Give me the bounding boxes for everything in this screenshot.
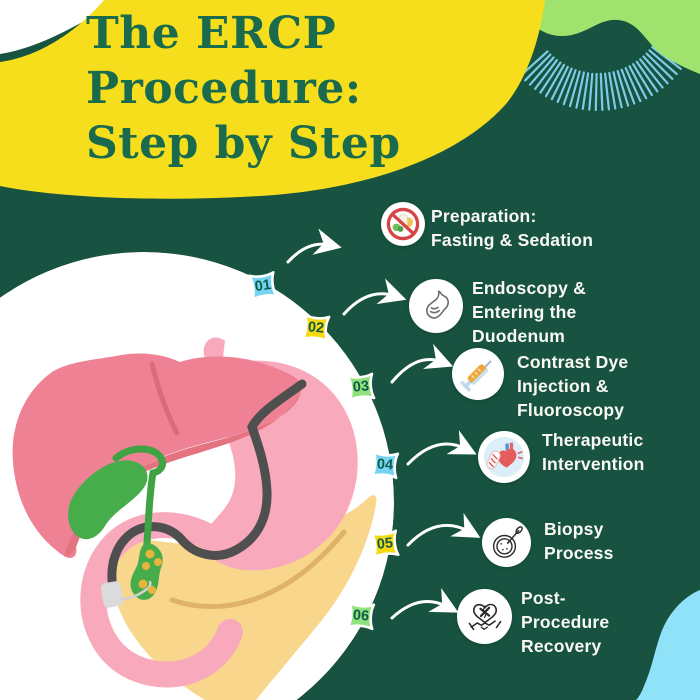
title-line-3: Step by Step xyxy=(86,118,401,169)
badge-step-1: 01 xyxy=(242,265,285,308)
scope-tip xyxy=(100,581,124,608)
badge-step-4: 04 xyxy=(365,445,406,486)
badge-step-3: 03 xyxy=(340,366,381,407)
title-line-2: Procedure: xyxy=(86,63,362,114)
step-4-label: Therapeutic Intervention xyxy=(542,430,645,474)
arrow-step-1 xyxy=(286,228,342,264)
title-line-1: The ERCP xyxy=(86,8,337,59)
arrow-step-3 xyxy=(390,343,454,384)
heart-handshake-icon xyxy=(457,589,512,644)
arrow-step-6 xyxy=(390,588,459,620)
badge-step-2: 02 xyxy=(295,307,336,348)
badge-step-6: 06 xyxy=(341,596,382,637)
step-2-label: Endoscopy & Entering the Duodenum xyxy=(472,278,587,346)
duct-stone-pouch-shape xyxy=(130,542,163,600)
step-5-label: Biopsy Process xyxy=(544,519,614,563)
badge-number: 05 xyxy=(376,535,394,553)
syringe-icon xyxy=(452,348,504,400)
step-arrows xyxy=(286,228,481,620)
gallbladder-shape xyxy=(68,460,148,540)
scope-wire xyxy=(119,580,152,601)
no-food-icon xyxy=(381,202,425,246)
biopsy-dish-icon xyxy=(482,518,531,567)
white-corner-decoration xyxy=(0,0,120,54)
pancreas-line xyxy=(169,529,347,609)
title-yellow-blob xyxy=(0,0,545,199)
anatomy-illustration xyxy=(0,252,394,700)
arrow-step-5 xyxy=(406,512,481,547)
badge-number: 03 xyxy=(352,378,370,396)
gallstones xyxy=(138,549,162,594)
liver-fold-line xyxy=(149,361,180,436)
badge-number: 04 xyxy=(376,456,394,474)
step-1-label: Preparation: Fasting & Sedation xyxy=(431,206,594,250)
endoscope-shape xyxy=(107,379,307,597)
stomach-icon xyxy=(409,279,463,333)
cyan-corner-blob-decoration xyxy=(636,590,700,700)
arrow-step-4 xyxy=(406,430,477,466)
bile-duct-shape xyxy=(112,445,167,560)
step-3-label: Contrast Dye Injection & Fluoroscopy xyxy=(517,352,629,420)
badge-step-5: 05 xyxy=(364,523,406,565)
badge-number: 06 xyxy=(352,607,370,625)
step-6-label: Post- Procedure Recovery xyxy=(521,588,610,656)
arrow-step-2 xyxy=(342,278,407,316)
page-title: The ERCP Procedure: Step by Step xyxy=(86,6,401,171)
green-blob-decoration xyxy=(520,0,700,74)
badge-number: 01 xyxy=(253,276,273,296)
heart-stent-icon xyxy=(478,431,530,483)
badge-number: 02 xyxy=(307,319,325,337)
